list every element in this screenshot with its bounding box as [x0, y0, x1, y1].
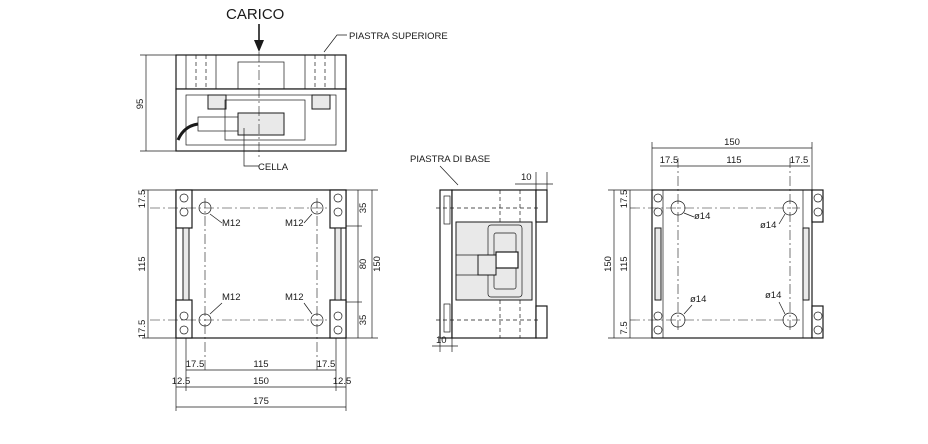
dim-150: 150: [724, 137, 740, 148]
dim-175: 175: [253, 396, 269, 407]
dim-35: 35: [358, 315, 369, 326]
side-slot: [802, 227, 810, 301]
front-view: CARICO PIASTRA SUPERIORE CELLA 95: [135, 6, 448, 173]
dim-17-5: 17.5: [619, 190, 630, 209]
screw-icon: [653, 193, 663, 203]
dim-115: 115: [137, 256, 148, 271]
dim-35: 35: [358, 203, 369, 214]
base-stop: [811, 305, 824, 339]
plate-outline: [175, 189, 347, 339]
screw-icon: [333, 325, 343, 335]
leader: [683, 212, 695, 218]
piastra-superiore-label: PIASTRA SUPERIORE: [349, 31, 448, 42]
screw-icon: [179, 207, 189, 217]
screw-icon: [179, 311, 189, 321]
corner-block: [329, 299, 347, 339]
dim-7-5: 7.5: [619, 321, 630, 334]
dim-17-5: 17.5: [790, 155, 809, 166]
thread-label: M12: [222, 218, 240, 229]
hole-label: ø14: [690, 294, 706, 305]
side-stop: [535, 305, 548, 339]
cella-label: CELLA: [258, 162, 289, 173]
corner-block: [329, 189, 347, 229]
screw-icon: [333, 193, 343, 203]
base-view: ø14 ø14 ø14 ø14 150 17.5 115 17.5 150 17…: [603, 137, 824, 339]
base-plate-outline: [651, 189, 813, 339]
cable: [176, 122, 199, 141]
stop-block: [207, 94, 227, 110]
thread-label: M12: [285, 292, 303, 303]
dim-150: 150: [372, 256, 383, 272]
dim-150: 150: [603, 256, 614, 272]
dim-17-5: 17.5: [660, 155, 679, 166]
leader: [778, 301, 786, 315]
screw-icon: [179, 325, 189, 335]
screw-icon: [813, 207, 823, 217]
leader: [303, 302, 313, 315]
screw-icon: [653, 325, 663, 335]
piastra-superiore-leader: [323, 34, 347, 53]
base-stop: [811, 189, 824, 223]
stop-block: [311, 94, 331, 110]
screw-icon: [179, 193, 189, 203]
dim-115: 115: [253, 359, 268, 370]
dim-12-5: 12.5: [172, 376, 191, 387]
hole-label: ø14: [765, 290, 781, 301]
leader: [303, 213, 313, 224]
carico-label: CARICO: [226, 6, 284, 23]
thread-label: M12: [222, 292, 240, 303]
dim-17-5: 17.5: [137, 320, 148, 339]
leader: [209, 213, 223, 224]
side-slot: [334, 227, 342, 301]
screw-icon: [333, 311, 343, 321]
screw-icon: [813, 325, 823, 335]
cable-gland-side: [477, 254, 497, 276]
hole-label: ø14: [760, 220, 776, 231]
inner-frame: [185, 94, 337, 146]
dim-115: 115: [726, 155, 741, 166]
side-slot: [182, 227, 190, 301]
hole-label: ø14: [694, 211, 710, 222]
dim-17-5: 17.5: [317, 359, 336, 370]
thread-label: M12: [285, 218, 303, 229]
screw-icon: [333, 207, 343, 217]
cell-housing: [224, 99, 306, 141]
dim-12-5: 12.5: [333, 376, 352, 387]
load-arrow-icon: [254, 40, 264, 52]
load-cell: [237, 112, 285, 136]
dim-150: 150: [253, 376, 269, 387]
screw-slot: [443, 195, 451, 225]
side-view: PIASTRA DI BASE 10 10: [410, 154, 553, 352]
piastra-di-base-label: PIASTRA DI BASE: [410, 154, 490, 165]
dim-17-5: 17.5: [186, 359, 205, 370]
screw-icon: [813, 193, 823, 203]
leader: [778, 213, 786, 225]
screw-icon: [813, 311, 823, 321]
piastra-di-base-leader: [439, 165, 459, 186]
leader: [209, 302, 223, 315]
screw-slot: [443, 303, 451, 333]
top-plate: [175, 54, 347, 90]
dim-10: 10: [521, 172, 532, 183]
corner-block: [175, 189, 193, 229]
height-95-dim: 95: [135, 99, 146, 110]
side-stop: [535, 189, 548, 223]
dim-80: 80: [358, 259, 369, 270]
dim-17-5: 17.5: [137, 190, 148, 209]
corner-block: [175, 299, 193, 339]
dim-115: 115: [619, 256, 630, 271]
dim-10: 10: [436, 335, 447, 346]
leader: [683, 304, 693, 315]
side-slot: [654, 227, 662, 301]
top-view: M12 M12 M12 M12 17.5 115 17.5 35 80 35 1…: [137, 189, 383, 411]
cella-leader: [243, 128, 259, 167]
load-button-side: [495, 251, 519, 269]
